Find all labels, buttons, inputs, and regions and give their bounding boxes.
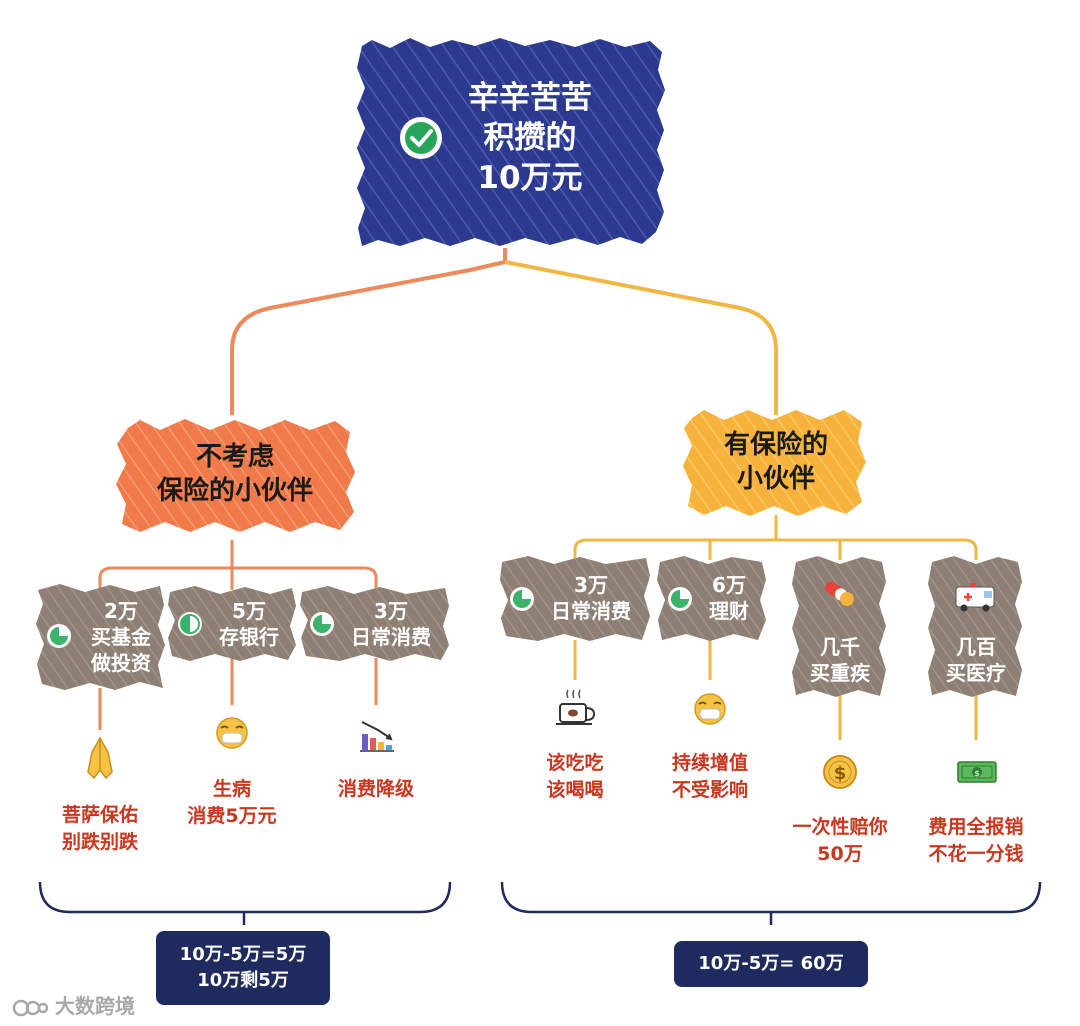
root-title-line: 10万元 xyxy=(477,160,583,196)
root-title-line: 辛辛苦苦 xyxy=(468,80,592,116)
svg-text:$: $ xyxy=(974,769,980,778)
leaf-label-line: 2万 xyxy=(104,599,138,623)
leaf-label-bank: 5万 存银行 xyxy=(204,598,294,650)
right-connectors xyxy=(573,515,978,740)
leaf-label-line: 买重疾 xyxy=(810,661,870,685)
pills-icon xyxy=(825,581,854,606)
outcome-line: 菩萨保佑 xyxy=(61,804,138,826)
outcome-line: 费用全报销 xyxy=(928,816,1024,838)
outcome-line: 持续增值 xyxy=(671,752,748,774)
right-summary-brace xyxy=(500,881,1042,925)
root-title: 辛辛苦苦 积攒的 10万元 xyxy=(440,78,620,198)
outcome-line: 别跌别跌 xyxy=(61,831,138,853)
outcome-line: 不受影响 xyxy=(671,779,748,801)
outcome-line: 消费降级 xyxy=(337,778,414,800)
pie-quarter-icon xyxy=(510,587,534,611)
outcome-medical: 费用全报销 不花一分钱 xyxy=(906,814,1046,868)
leaf-label-line: 买基金 xyxy=(91,625,151,649)
mask-face-icon xyxy=(216,717,248,749)
leaf-label-daily-left: 3万 日常消费 xyxy=(336,598,446,650)
leaf-label-line: 日常消费 xyxy=(551,599,631,623)
outcome-fund: 菩萨保佑 别跌别跌 xyxy=(30,802,170,856)
leaf-box-daily-right xyxy=(500,556,650,641)
outcome-line: 一次性赔你 xyxy=(792,816,888,838)
outcome-daily-left: 消费降级 xyxy=(306,776,446,803)
watermark-logo-icon xyxy=(12,999,48,1016)
right-branch-title: 有保险的 小伙伴 xyxy=(696,428,856,496)
watermark: 大数跨境 xyxy=(12,990,135,1019)
outcome-line: 不花一分钱 xyxy=(928,843,1024,865)
leaf-label-line: 5万 xyxy=(232,599,266,623)
root-node xyxy=(357,38,665,246)
leaf-box-daily-left xyxy=(300,586,449,661)
outcome-line: 50万 xyxy=(817,843,863,865)
left-branch-node xyxy=(116,419,355,532)
root-title-line: 积攒的 xyxy=(483,120,577,156)
right-branch-title-line: 有保险的 xyxy=(723,430,828,460)
leaf-label-critical-illness: 几千 买重疾 xyxy=(796,634,884,686)
check-circle-icon xyxy=(400,117,442,159)
dollar-coin-icon: $ xyxy=(823,755,857,789)
summary-line: 10万剩5万 xyxy=(197,970,289,991)
watermark-text: 大数跨境 xyxy=(54,994,135,1018)
right-branch-node xyxy=(683,410,866,516)
leaf-label-line: 买医疗 xyxy=(946,661,1006,685)
leaf-label-medical: 几百 买医疗 xyxy=(932,634,1020,686)
outcome-line: 生病 xyxy=(212,778,251,800)
mask-face-icon xyxy=(694,693,726,725)
left-branch-title-line: 不考虑 xyxy=(195,442,274,472)
leaf-label-fund: 2万 买基金 做投资 xyxy=(76,598,166,676)
leaf-box-fund xyxy=(36,584,165,690)
outcome-line: 该喝喝 xyxy=(546,779,604,801)
pie-quarter-icon xyxy=(310,612,334,636)
pie-half-icon xyxy=(178,612,202,636)
coffee-cup-icon xyxy=(556,689,596,725)
leaf-label-line: 做投资 xyxy=(91,651,151,675)
leaf-label-line: 3万 xyxy=(374,599,408,623)
leaf-label-daily-right: 3万 日常消费 xyxy=(536,572,646,624)
leaf-box-bank xyxy=(168,586,296,661)
left-branch-title-line: 保险的小伙伴 xyxy=(156,476,313,506)
root-connectors xyxy=(230,248,778,415)
outcome-critical-illness: 一次性赔你 50万 xyxy=(770,814,910,868)
pie-quarter-icon xyxy=(668,587,692,611)
right-branch-title-line: 小伙伴 xyxy=(736,464,815,494)
outcome-daily-right: 该吃吃 该喝喝 xyxy=(505,750,645,804)
leaf-label-line: 几百 xyxy=(956,635,996,659)
outcome-finance: 持续增值 不受影响 xyxy=(640,750,780,804)
leaf-label-line: 日常消费 xyxy=(351,625,431,649)
left-branch-title: 不考虑 保险的小伙伴 xyxy=(130,440,340,508)
left-summary-brace xyxy=(38,881,452,925)
ambulance-icon xyxy=(955,583,995,612)
leaf-label-line: 理财 xyxy=(709,599,749,623)
outcome-bank: 生病 消费5万元 xyxy=(162,776,302,830)
praying-hands-icon xyxy=(87,736,113,780)
leaf-box-medical xyxy=(928,556,1022,697)
outcome-line: 消费5万元 xyxy=(187,805,277,827)
outcome-line: 该吃吃 xyxy=(546,752,604,774)
summary-line: 10万-5万=5万 xyxy=(179,944,307,965)
summary-line: 10万-5万= 60万 xyxy=(698,953,844,974)
svg-text:$: $ xyxy=(834,763,847,784)
pie-quarter-icon xyxy=(47,624,71,648)
declining-chart-icon xyxy=(360,721,394,752)
leaf-label-finance: 6万 理财 xyxy=(694,572,764,624)
left-summary-box: 10万-5万=5万 10万剩5万 xyxy=(156,931,330,1005)
leaf-box-critical-illness xyxy=(792,556,886,697)
leaf-box-finance xyxy=(657,556,766,641)
left-connectors xyxy=(98,540,378,730)
leaf-label-line: 3万 xyxy=(574,573,608,597)
leaf-label-line: 几千 xyxy=(820,635,860,659)
leaf-label-line: 存银行 xyxy=(219,625,279,649)
cash-icon: $ xyxy=(957,761,997,783)
right-summary-box: 10万-5万= 60万 xyxy=(674,941,868,987)
leaf-label-line: 6万 xyxy=(712,573,746,597)
